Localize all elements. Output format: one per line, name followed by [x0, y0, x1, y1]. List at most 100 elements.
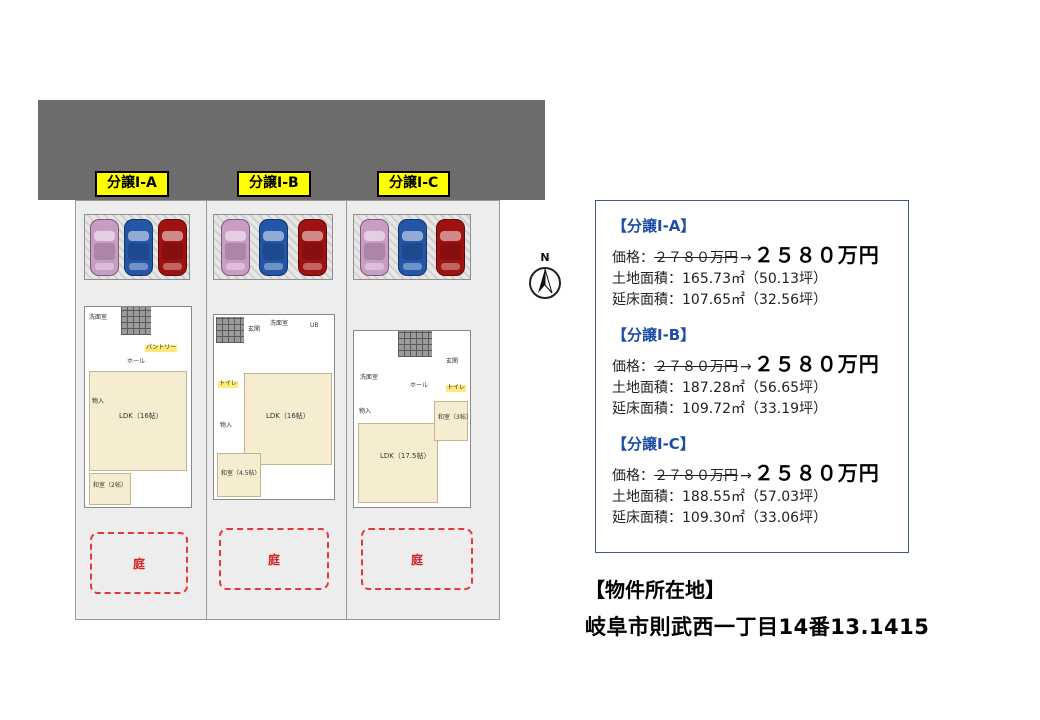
price-line: 価格：２７８０万円→２５８０万円: [612, 239, 892, 268]
floor-area: 延床面積：109.72㎡（33.19坪）: [612, 401, 828, 417]
car-roof: [440, 243, 461, 260]
room-label-closet: 物入: [359, 408, 372, 415]
section-title: 【分譲Ⅰ-C】: [612, 435, 695, 453]
lot-divider: [346, 201, 347, 619]
washitsu-room: [89, 473, 131, 505]
room-label-washitsu: 和室（2帖）: [93, 482, 127, 489]
car-windshield: [94, 231, 115, 241]
car-rear-window: [303, 263, 322, 270]
location-address: 岐阜市則武西一丁目14番13.1415: [585, 615, 930, 639]
info-panel: 【分譲Ⅰ-A】 価格：２７８０万円→２５８０万円 土地面積：165.73㎡（50…: [595, 200, 909, 553]
car-windshield: [128, 231, 149, 241]
entrance-tile: [121, 307, 151, 335]
lot-label-c: 分譲Ⅰ-C: [377, 171, 451, 197]
parking-area-c: [353, 214, 471, 280]
ldk-room: [358, 423, 438, 503]
washitsu-room: [434, 401, 468, 441]
old-price: ２７８０万円: [654, 250, 738, 266]
floorplan-c: 玄関 洗面室 ホール トイレ 和室（3帖） LDK（17.5帖） 物入: [353, 330, 472, 508]
price-line: 価格：２７８０万円→２５８０万円: [612, 457, 892, 486]
land-area: 土地面積：188.55㎡（57.03坪）: [612, 489, 828, 505]
car-rear-window: [95, 263, 114, 270]
car-windshield: [162, 231, 183, 241]
car-rear-window: [129, 263, 148, 270]
compass-icon: N: [524, 250, 566, 306]
car-rear-window: [403, 263, 422, 270]
garden-label: 庭: [132, 556, 145, 571]
car-blue-icon: [398, 219, 427, 276]
floorplan-b: 玄関 洗面室 UB トイレ 物入 LDK（16帖） 和室（4.5帖）: [213, 314, 335, 500]
room-label-closet: 物入: [92, 398, 105, 405]
garden-label: 庭: [410, 552, 423, 567]
car-rear-window: [365, 263, 384, 270]
car-roof: [364, 243, 385, 260]
entrance-tile: [398, 331, 432, 357]
room-label-ldk: LDK（16帖）: [266, 412, 310, 420]
car-blue-icon: [124, 219, 153, 276]
lot-label-a: 分譲Ⅰ-A: [95, 171, 169, 197]
price-label: 価格：: [612, 359, 654, 375]
car-roof: [302, 243, 323, 260]
garden-area-a: 庭: [90, 532, 188, 594]
room-label-wash: 洗面室: [360, 374, 379, 381]
land-area: 土地面積：187.28㎡（56.65坪）: [612, 380, 828, 396]
info-section-c: 【分譲Ⅰ-C】 価格：２７８０万円→２５８０万円 土地面積：188.55㎡（57…: [612, 433, 892, 529]
room-label-ldk: LDK（16帖）: [119, 412, 163, 420]
ldk-room: [244, 373, 332, 465]
car-roof: [162, 243, 183, 260]
room-label-washitsu: 和室（3帖）: [438, 414, 472, 421]
car-pink-icon: [221, 219, 250, 276]
car-roof: [402, 243, 423, 260]
car-windshield: [364, 231, 385, 241]
info-section-b: 【分譲Ⅰ-B】 価格：２７８０万円→２５８０万円 土地面積：187.28㎡（56…: [612, 324, 892, 420]
car-red-icon: [298, 219, 327, 276]
car-windshield: [402, 231, 423, 241]
car-roof: [225, 243, 246, 260]
car-red-icon: [158, 219, 187, 276]
car-blue-icon: [259, 219, 288, 276]
room-label-bath: UB: [310, 322, 319, 329]
new-price: ２５８０万円: [753, 352, 880, 376]
floorplan-a: 洗面室 パントリー ホール 物入 LDK（16帖） 和室（2帖）: [84, 306, 192, 508]
new-price: ２５８０万円: [753, 243, 880, 267]
section-title: 【分譲Ⅰ-A】: [612, 217, 696, 235]
garden-label: 庭: [267, 552, 280, 567]
old-price: ２７８０万円: [654, 359, 738, 375]
room-label-toilet: トイレ: [218, 380, 239, 388]
car-red-icon: [436, 219, 465, 276]
room-label-entrance: 玄関: [446, 358, 459, 365]
compass-north-label: N: [540, 251, 549, 264]
lot-label-b: 分譲Ⅰ-B: [237, 171, 311, 197]
car-windshield: [440, 231, 461, 241]
room-label-wash: 洗面室: [89, 314, 108, 321]
arrow-glyph: →: [740, 359, 752, 375]
washitsu-room: [217, 453, 261, 497]
car-pink-icon: [90, 219, 119, 276]
room-label-wash: 洗面室: [270, 320, 289, 327]
car-rear-window: [163, 263, 182, 270]
car-roof: [263, 243, 284, 260]
room-label-hall: ホール: [410, 382, 429, 389]
car-rear-window: [441, 263, 460, 270]
land-area: 土地面積：165.73㎡（50.13坪）: [612, 271, 828, 287]
car-pink-icon: [360, 219, 389, 276]
floor-area: 延床面積：107.65㎡（32.56坪）: [612, 292, 828, 308]
car-rear-window: [226, 263, 245, 270]
room-label-toilet: トイレ: [446, 384, 467, 392]
arrow-glyph: →: [740, 468, 752, 484]
floor-area: 延床面積：109.30㎡（33.06坪）: [612, 510, 828, 526]
entrance-tile: [216, 317, 244, 343]
car-windshield: [302, 231, 323, 241]
ldk-room: [89, 371, 187, 471]
property-location: 【物件所在地】 岐阜市則武西一丁目14番13.1415: [585, 574, 929, 641]
info-section-a: 【分譲Ⅰ-A】 価格：２７８０万円→２５８０万円 土地面積：165.73㎡（50…: [612, 215, 892, 311]
arrow-glyph: →: [740, 250, 752, 266]
room-label-ldk: LDK（17.5帖）: [380, 452, 431, 460]
new-price: ２５８０万円: [753, 461, 880, 485]
garden-area-b: 庭: [219, 528, 329, 590]
parking-area-b: [213, 214, 333, 280]
room-label-closet: 物入: [220, 422, 233, 429]
room-label-washitsu: 和室（4.5帖）: [221, 470, 261, 477]
price-label: 価格：: [612, 250, 654, 266]
section-title: 【分譲Ⅰ-B】: [612, 326, 696, 344]
